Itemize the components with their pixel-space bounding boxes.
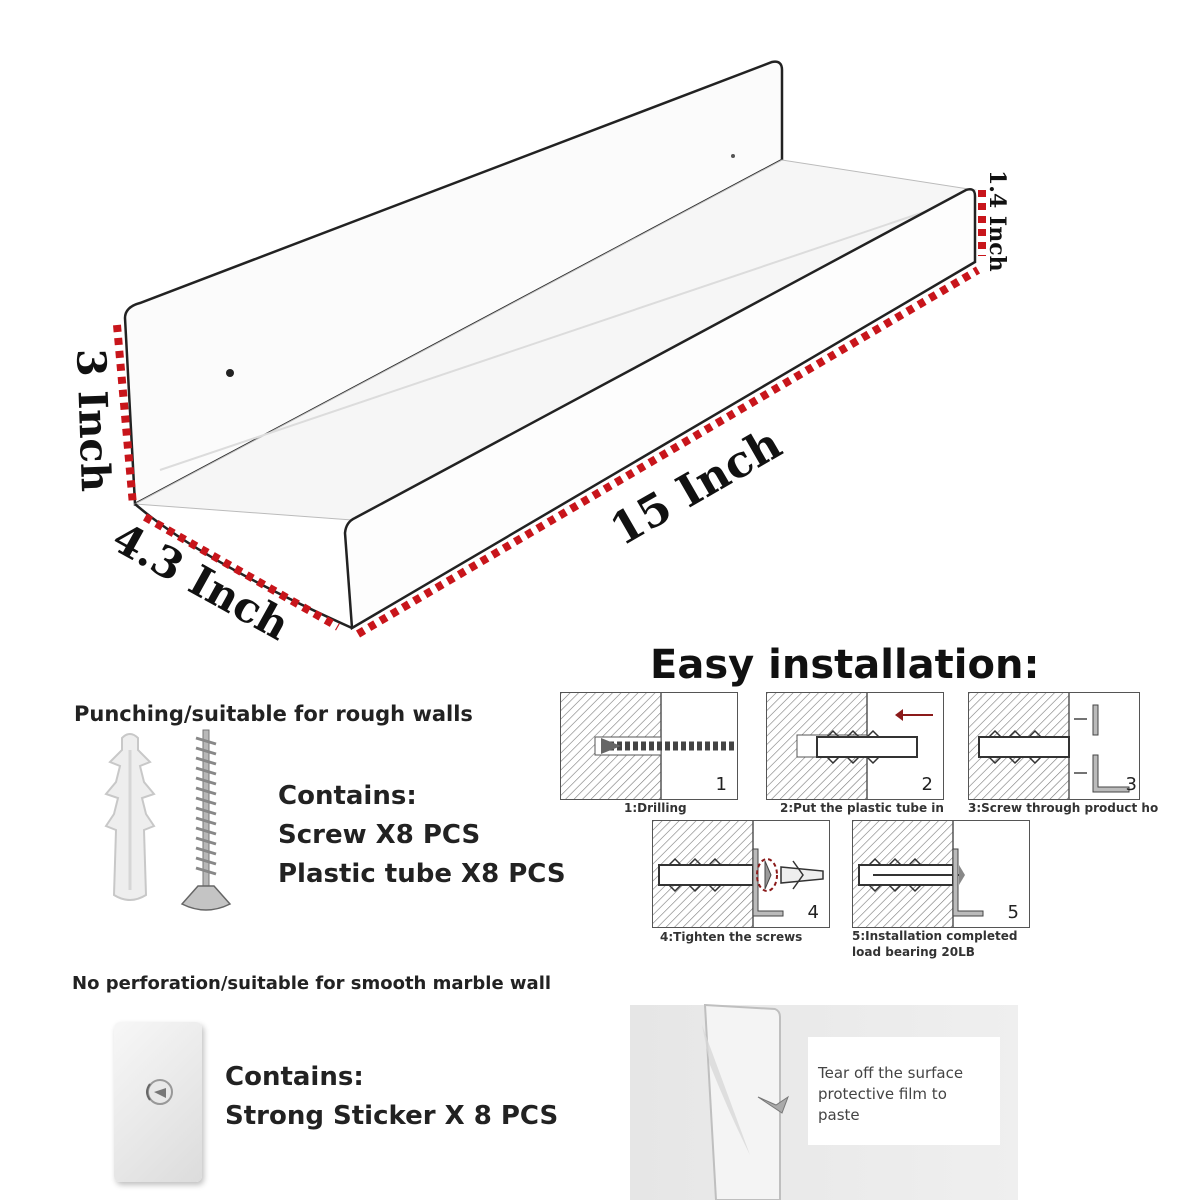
step-number-5: 5 <box>1007 902 1019 923</box>
screw-hole <box>226 369 234 377</box>
install-step-4-panel: 4 <box>652 820 830 928</box>
sticker-image <box>114 1022 202 1182</box>
step-number-2: 2 <box>921 774 933 795</box>
sticker-tip-box: Tear off the surface protective film to … <box>808 1037 1000 1145</box>
height-dimension-label: 3 Inch <box>67 348 119 493</box>
depth-dimension-line <box>143 513 340 631</box>
install-step-3-label: 3:Screw through product ho <box>968 801 1159 815</box>
step-number-4: 4 <box>807 902 819 923</box>
install-step-2-label: 2:Put the plastic tube in <box>780 801 944 815</box>
screw-through-diagram <box>969 693 1130 799</box>
sticker-tip-line-1: Tear off the surface <box>818 1064 964 1082</box>
shelf-front-lip <box>343 188 977 631</box>
hook-icon <box>146 1079 173 1105</box>
install-step-1-label: 1:Drilling <box>624 801 687 815</box>
step-number-1: 1 <box>715 774 727 795</box>
shelf-back-panel <box>123 60 784 507</box>
install-step-2-panel: 2 <box>766 692 944 800</box>
no-perforation-contains-list: Contains: Strong Sticker X 8 PCS <box>225 1058 558 1136</box>
lip-dimension-label: 1.4 Inch <box>984 170 1010 272</box>
contains-item-plastic-tube: Plastic tube X8 PCS <box>278 859 566 889</box>
plastic-tube-anchor-image <box>104 733 156 901</box>
height-dimension-line <box>113 324 137 506</box>
punching-contains-heading: Contains: <box>278 781 417 811</box>
tighten-screws-diagram <box>653 821 824 927</box>
install-step-3-panel: 3 <box>968 692 1140 800</box>
contains-item-screw: Screw X8 PCS <box>278 820 481 850</box>
shelf-base <box>133 159 977 521</box>
install-step-5-label: 5:Installation completed <box>852 929 1018 943</box>
installation-title: Easy installation: <box>650 642 1040 688</box>
screw-image <box>180 729 232 911</box>
install-step-5-panel: 5 <box>852 820 1030 928</box>
install-step-5-load-label: load bearing 20LB <box>852 945 975 959</box>
shelf-illustration <box>113 60 986 638</box>
punching-contains-list: Contains: Screw X8 PCS Plastic tube X8 P… <box>278 777 566 894</box>
length-dimension-line <box>355 266 981 638</box>
punching-section-title: Punching/suitable for rough walls <box>74 702 473 726</box>
step-number-3: 3 <box>1125 774 1137 795</box>
install-step-1-panel: 1 <box>560 692 738 800</box>
install-step-4-label: 4:Tighten the screws <box>660 930 803 944</box>
screw-hole <box>731 154 735 158</box>
sticker-application-photo: Tear off the surface protective film to … <box>630 1003 1018 1200</box>
sticker-peel-illustration <box>702 1003 790 1200</box>
contains-item-sticker: Strong Sticker X 8 PCS <box>225 1101 559 1131</box>
sticker-tip-line-2: protective film to paste <box>818 1085 947 1124</box>
drill-diagram <box>561 693 737 799</box>
no-perforation-section-title: No perforation/suitable for smooth marbl… <box>72 973 552 994</box>
installation-complete-diagram <box>853 821 984 927</box>
plastic-tube-diagram <box>767 693 933 799</box>
no-perforation-contains-heading: Contains: <box>225 1062 364 1092</box>
